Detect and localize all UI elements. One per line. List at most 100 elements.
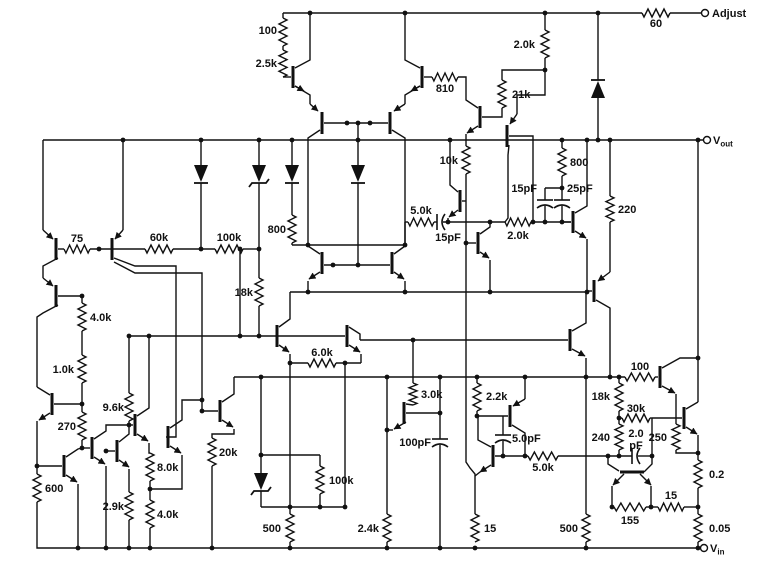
component-value-label: 5.0pF <box>512 433 541 445</box>
component-value-label: 8.0k <box>157 462 179 474</box>
component-value-label: 18k <box>592 391 611 403</box>
vout-terminal-circle <box>702 135 712 145</box>
junction-dot <box>530 219 536 225</box>
junction-dot <box>96 246 102 252</box>
wire <box>36 386 51 396</box>
wire <box>307 245 321 255</box>
component-value-label: 0.05 <box>709 523 730 535</box>
zener-diode <box>248 165 270 188</box>
junction-dot <box>607 137 613 143</box>
adjust-terminal-label: Adjust <box>712 8 747 20</box>
wire <box>675 450 698 454</box>
junction-dot <box>542 219 548 225</box>
junction-dot <box>355 137 361 143</box>
component-value-label: 2.5k <box>256 58 278 70</box>
junction-dot <box>103 448 109 454</box>
resistor <box>31 473 43 503</box>
component-value-label: pF <box>629 440 643 452</box>
resistor <box>692 459 704 489</box>
junction-dot <box>287 360 293 366</box>
resistor <box>314 465 326 495</box>
emitter-arrow <box>93 456 106 465</box>
component-value-label: 0.2 <box>709 469 724 481</box>
resistor <box>76 302 88 332</box>
resistor <box>624 371 656 383</box>
resistor <box>613 382 625 412</box>
junction-dot <box>237 246 243 252</box>
wire <box>404 85 421 104</box>
component-value-label: 2.0k <box>507 230 529 242</box>
emitter-arrow <box>221 419 234 428</box>
junction-dot <box>605 453 611 459</box>
junction-dot <box>607 374 613 380</box>
component-value-label: 155 <box>621 515 639 527</box>
component-value-label: 1.0k <box>53 364 75 376</box>
wire <box>93 424 129 440</box>
junction-dot <box>616 453 622 459</box>
wire <box>465 174 476 514</box>
junction-dot <box>287 504 293 510</box>
component-value-label: 2.0 <box>628 428 643 440</box>
component-value-label: 270 <box>58 421 76 433</box>
wire <box>113 257 177 438</box>
junction-dot <box>103 545 109 551</box>
junction-dot <box>595 10 601 16</box>
diode <box>285 165 299 184</box>
junction-dot <box>437 374 443 380</box>
component-value-label: 220 <box>618 204 636 216</box>
resistor <box>144 452 156 482</box>
vout-terminal: Vout <box>702 135 733 149</box>
component-value-label: 2.0k <box>514 39 536 51</box>
emitter-arrow <box>661 385 676 394</box>
wire <box>509 135 534 222</box>
junction-dot <box>147 486 153 492</box>
component-value-label: 5.0k <box>532 462 554 474</box>
component-value-label: 9.6k <box>103 402 125 414</box>
junction-dot <box>559 219 565 225</box>
junction-dot <box>522 453 528 459</box>
junction-dot <box>474 374 480 380</box>
resistor <box>431 71 459 83</box>
resistor <box>471 382 483 412</box>
emitter-arrow <box>393 271 405 280</box>
junction-dot <box>616 415 622 421</box>
component-value-label: 3.0k <box>421 389 443 401</box>
junction-dot <box>34 463 40 469</box>
junction-dot <box>198 246 204 252</box>
component-value-label: 15pF <box>435 232 461 244</box>
diode-layer <box>194 79 605 496</box>
vin-terminal-circle <box>699 543 709 553</box>
wire <box>391 129 406 245</box>
junction-dot <box>447 137 453 143</box>
component-value-label: 100 <box>259 25 277 37</box>
emitter-arrow <box>479 251 490 259</box>
junction-dot <box>126 422 132 428</box>
junction-dot <box>120 137 126 143</box>
resistor <box>469 513 481 543</box>
resistor <box>641 7 671 19</box>
wire <box>449 140 459 193</box>
junction-dot <box>487 289 493 295</box>
vout-terminal-label: Vout <box>713 135 733 149</box>
junction-dot <box>146 333 152 339</box>
emitter-arrow <box>278 344 290 353</box>
emitter-arrow <box>393 103 406 112</box>
diode <box>194 165 208 184</box>
junction-dot <box>616 374 622 380</box>
emitter-arrow <box>42 229 54 240</box>
junction-dot <box>410 337 416 343</box>
component-value-label: 100k <box>329 475 354 487</box>
junction-dot <box>307 10 313 16</box>
resistor-layer <box>31 7 704 543</box>
junction-dot <box>402 289 408 295</box>
component-value-label: 600 <box>45 483 63 495</box>
junction-dot <box>695 137 701 143</box>
resistor <box>76 411 88 441</box>
diode <box>591 79 605 98</box>
emitter-arrow <box>38 412 51 421</box>
junction-dot <box>342 360 348 366</box>
emitter-arrow <box>308 271 321 280</box>
wire <box>36 502 700 549</box>
junction-dot <box>305 289 311 295</box>
wire <box>118 426 130 443</box>
